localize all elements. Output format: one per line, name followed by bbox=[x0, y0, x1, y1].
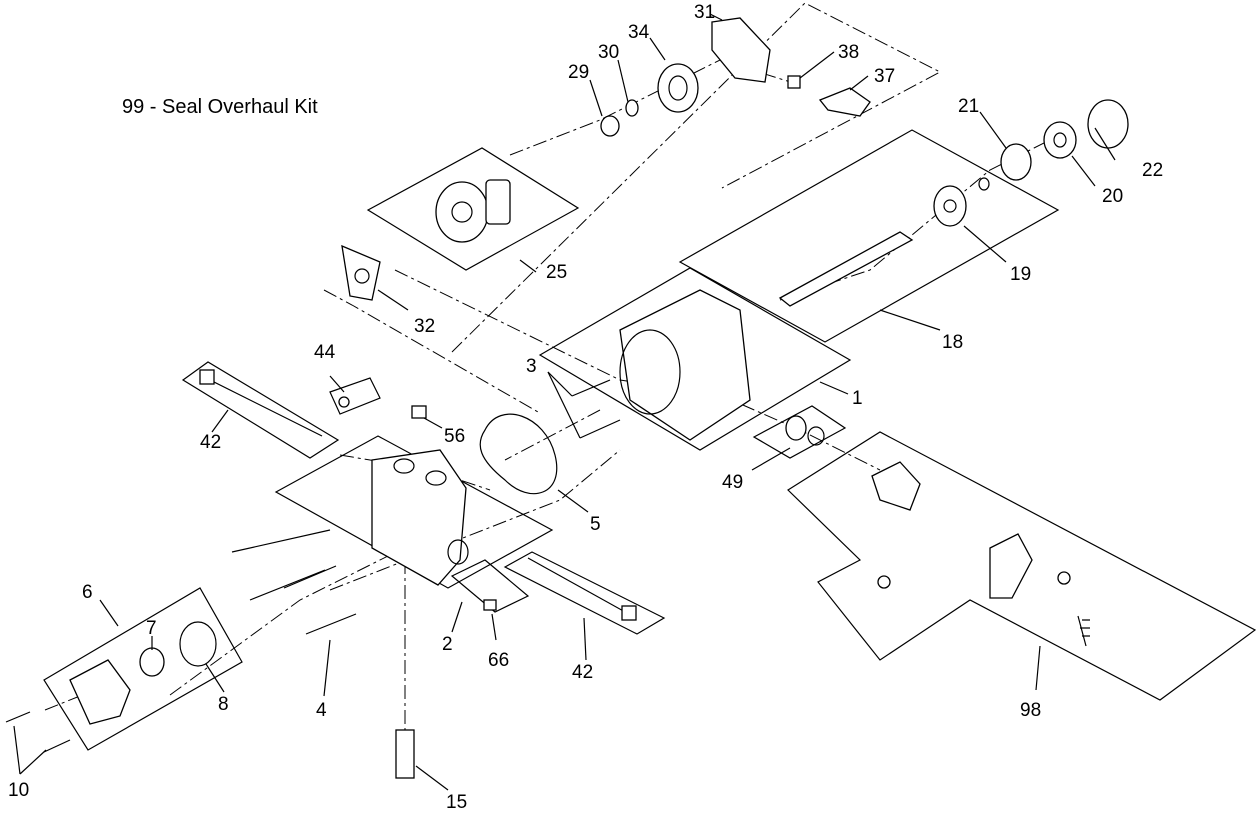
callout-2: 2 bbox=[442, 634, 453, 655]
callout-44: 44 bbox=[314, 342, 336, 363]
callout-49: 49 bbox=[722, 472, 743, 493]
callout-15: 15 bbox=[446, 792, 467, 813]
control-lever-icon bbox=[989, 533, 1033, 599]
bearing-icon bbox=[1043, 121, 1077, 159]
group-outline-1 bbox=[538, 267, 852, 451]
charge-pump-cover-icon bbox=[69, 659, 131, 725]
callout-1: 1 bbox=[852, 388, 863, 409]
group-outline-98 bbox=[787, 431, 1257, 701]
dowel-pin-icon bbox=[571, 379, 611, 397]
gerotor-icon bbox=[139, 647, 165, 677]
lever-icon bbox=[818, 87, 871, 117]
callout-34: 34 bbox=[628, 22, 650, 43]
callout-4: 4 bbox=[316, 700, 327, 721]
callout-29: 29 bbox=[568, 62, 589, 83]
spring-icon bbox=[600, 115, 620, 137]
extension-spring-icon bbox=[1077, 615, 1090, 647]
seal-ring-icon bbox=[657, 63, 699, 113]
end-cap-block-icon bbox=[371, 449, 467, 586]
relief-valve-icon bbox=[395, 729, 415, 779]
callout-6: 6 bbox=[82, 582, 93, 603]
group-outline-6 bbox=[43, 587, 243, 751]
callout-10: 10 bbox=[8, 780, 29, 801]
callout-5: 5 bbox=[590, 514, 601, 535]
main-housing-icon bbox=[619, 289, 751, 441]
group-outline-44 bbox=[329, 377, 381, 415]
shaft-bearing-icon bbox=[933, 185, 967, 227]
callout-37: 37 bbox=[874, 66, 895, 87]
group-outline-18 bbox=[678, 129, 1060, 343]
callout-20: 20 bbox=[1102, 186, 1123, 207]
washer-small-icon bbox=[877, 575, 891, 589]
callout-19: 19 bbox=[1010, 264, 1031, 285]
orifice-icon bbox=[338, 396, 350, 408]
group-outline-66 bbox=[450, 559, 530, 613]
leader-lines bbox=[13, 13, 1116, 791]
end-cap-icon bbox=[711, 17, 771, 83]
pump-o-ring-icon bbox=[179, 621, 217, 667]
callout-18: 18 bbox=[942, 332, 963, 353]
callout-66: 66 bbox=[488, 650, 509, 671]
callout-labels: 31 34 30 29 38 37 21 22 20 19 18 1 25 32… bbox=[8, 2, 1163, 813]
washer-icon bbox=[625, 99, 639, 117]
screw-icon bbox=[5, 711, 31, 723]
callout-25: 25 bbox=[546, 262, 567, 283]
group-outline-25 bbox=[366, 147, 580, 271]
pin-icon bbox=[787, 75, 801, 89]
check-valve-icon bbox=[205, 377, 323, 437]
callout-38: 38 bbox=[838, 42, 859, 63]
cylinder-block-icon bbox=[435, 181, 489, 243]
callout-3: 3 bbox=[526, 356, 537, 377]
callout-32: 31 bbox=[694, 2, 715, 23]
swashplate-icon bbox=[341, 244, 381, 301]
callout-98: 98 bbox=[1020, 700, 1041, 721]
callout-31: 32 bbox=[414, 316, 435, 337]
group-outline-42-right bbox=[503, 551, 666, 635]
callout-21: 21 bbox=[958, 96, 979, 117]
seal-kit-note: 99 - Seal Overhaul Kit bbox=[122, 96, 318, 118]
shaft-seal-icon bbox=[785, 415, 807, 441]
alignment-lines bbox=[44, 2, 1061, 730]
o-ring-icon bbox=[1000, 143, 1032, 181]
callout-42-right: 42 bbox=[572, 662, 593, 683]
group-outlines bbox=[43, 129, 1257, 751]
input-shaft-icon bbox=[778, 231, 914, 307]
callout-8: 8 bbox=[218, 694, 229, 715]
callout-22: 22 bbox=[1142, 160, 1163, 181]
callout-56: 56 bbox=[444, 426, 465, 447]
bolt-icon bbox=[231, 529, 331, 553]
callout-42-left: 42 bbox=[200, 432, 221, 453]
callout-30: 30 bbox=[598, 42, 619, 63]
control-plate-icon bbox=[871, 461, 921, 511]
snap-ring-icon bbox=[1087, 99, 1129, 149]
callout-7: 7 bbox=[146, 618, 157, 639]
plug-icon bbox=[411, 405, 427, 419]
gasket-icon bbox=[479, 413, 558, 495]
group-outline-42-left bbox=[181, 361, 340, 459]
part-drawings bbox=[5, 17, 1129, 779]
